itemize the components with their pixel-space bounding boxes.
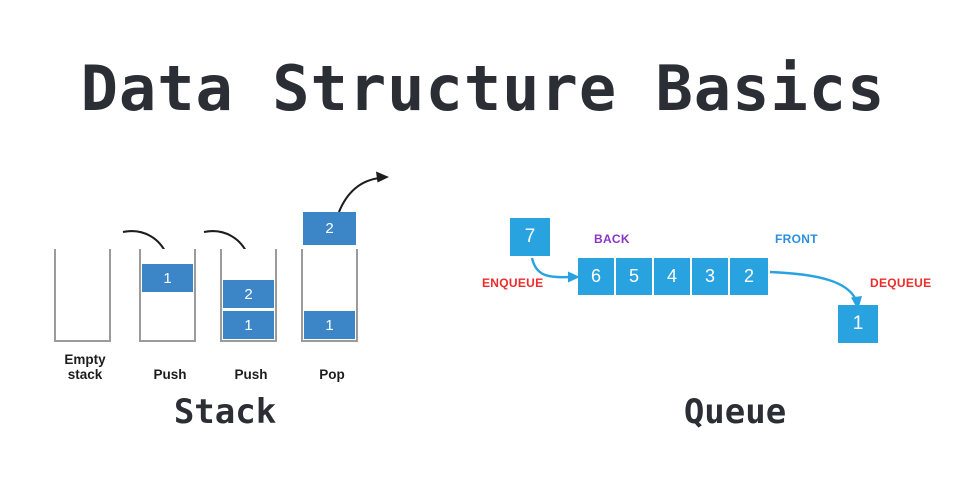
- popped-stack-box: 2: [303, 212, 356, 245]
- stack-label-line1: Pop: [319, 367, 345, 382]
- queue-front-label: FRONT: [775, 232, 818, 246]
- enqueue-label: ENQUEUE: [482, 276, 544, 290]
- stack-column-label: Push: [196, 367, 306, 382]
- stack-column-empty: Empty stack: [30, 170, 140, 382]
- queue-strip: 6 5 4 3 2: [578, 258, 768, 295]
- stack-caption: Stack: [173, 392, 277, 432]
- page-title: Data Structure Basics: [80, 52, 886, 125]
- stack-box: 1: [223, 311, 274, 339]
- queue-cell: 4: [654, 258, 692, 295]
- stack-diagram: Empty stack 1 Push 1 2 Push: [0, 170, 440, 382]
- stack-container: [54, 249, 111, 342]
- dequeue-box: 1: [838, 305, 878, 343]
- stack-column-push-2: 1 2 Push: [196, 170, 306, 382]
- queue-cell: 5: [616, 258, 654, 295]
- queue-caption: Queue: [683, 392, 787, 432]
- stack-column-push-1: 1 Push: [115, 170, 225, 382]
- stack-column-label: Pop: [277, 367, 387, 382]
- queue-cell: 6: [578, 258, 616, 295]
- stack-label-line2: stack: [67, 367, 103, 382]
- queue-cell: 3: [692, 258, 730, 295]
- stack-column-label: Push: [115, 367, 225, 382]
- queue-cell: 2: [730, 258, 768, 295]
- stack-column-pop: 2 1 Pop: [277, 170, 389, 382]
- queue-back-label: BACK: [594, 232, 630, 246]
- stack-box: 2: [223, 280, 274, 308]
- queue-diagram: 7 BACK FRONT ENQUEUE DEQUEUE 6 5 4 3 2 1: [470, 200, 940, 365]
- stack-box: 1: [304, 311, 355, 339]
- stack-label-line1: Push: [234, 367, 268, 382]
- stack-container: 1 2: [220, 249, 277, 342]
- dequeue-label: DEQUEUE: [870, 276, 932, 290]
- stack-column-label: Empty stack: [30, 352, 140, 382]
- stack-label-line1: Push: [153, 367, 187, 382]
- stack-container: 1: [139, 249, 196, 342]
- enqueue-box: 7: [510, 218, 550, 256]
- stack-box: 1: [142, 264, 193, 292]
- stack-container: 1: [301, 249, 358, 342]
- stack-label-line1: Empty: [64, 352, 106, 367]
